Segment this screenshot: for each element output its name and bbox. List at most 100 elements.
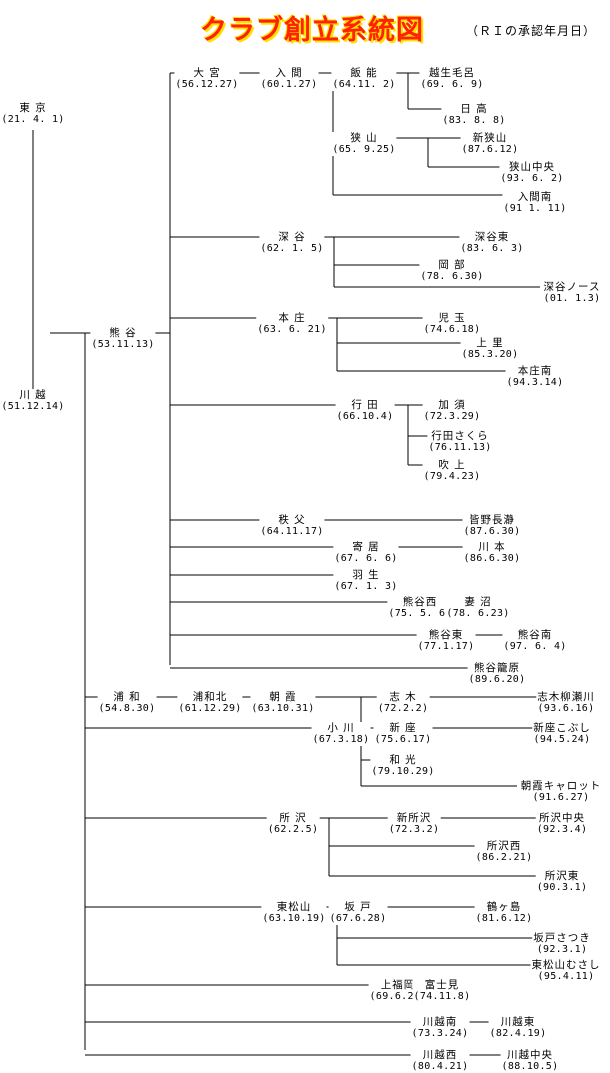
club-date: (83. 6. 3) [460, 243, 524, 254]
club-name: 川 本 [478, 541, 506, 553]
club-node: 志木柳瀬川(93.6.16) [536, 691, 596, 715]
club-node: 川 越(51.12.14) [0, 389, 66, 413]
club-node: 川越東(82.4.19) [488, 1016, 548, 1040]
club-node: 朝霞キャロット(91.6.27) [519, 780, 603, 804]
club-node: 皆野長瀞(87.6.30) [462, 514, 522, 538]
club-name: 所沢中央 [538, 812, 585, 824]
club-node: 朝 霞(63.10.31) [250, 691, 316, 715]
club-date: (62.2.5) [267, 824, 319, 835]
club-date: (87.6.12) [461, 144, 519, 155]
club-name: 妻 沼 [464, 596, 492, 608]
club-name: 熊谷南 [517, 629, 553, 641]
club-date: (79.4.23) [423, 471, 481, 482]
club-name: 狭 山 [350, 132, 378, 144]
club-date: (63.10.31) [251, 703, 315, 714]
club-node: 志 木(72.2.2) [376, 691, 430, 715]
club-date: (92.3.4) [536, 824, 588, 835]
club-date: (64.11. 2) [332, 79, 396, 90]
club-name: 川越南 [422, 1016, 458, 1028]
club-date: (94.3.14) [506, 377, 564, 388]
club-name: 熊谷籠原 [473, 662, 520, 674]
club-node: 川 本(86.6.30) [462, 541, 522, 565]
club-date: (78. 6.30) [420, 271, 484, 282]
club-node: 川越中央(88.10.5) [500, 1049, 560, 1073]
club-name: 富士見 [424, 979, 460, 991]
club-name: 飯 能 [350, 67, 378, 79]
club-node: 寄 居(67. 6. 6) [333, 541, 399, 565]
connector-lines [32, 72, 540, 1056]
club-date: (95.4.11) [537, 971, 595, 982]
club-name: 児 玉 [438, 312, 466, 324]
club-date: (90.3.1) [536, 882, 588, 893]
club-date: (66.10.4) [336, 411, 394, 422]
club-node: 入間南(91 1. 11) [502, 191, 568, 215]
club-node: 深谷ノース(01. 1.3) [542, 281, 602, 305]
club-node: 狭山中央(93. 6. 2) [499, 161, 565, 185]
club-name: 川越中央 [506, 1049, 553, 1061]
club-date: (64.11.17) [260, 526, 324, 537]
club-date: (72.3.29) [423, 411, 481, 422]
club-node: 上 里(85.3.20) [460, 337, 520, 361]
club-node: 大 宮(56.12.27) [174, 67, 240, 91]
club-name: 朝霞キャロット [520, 780, 602, 792]
club-date: (72.3.2) [388, 824, 440, 835]
club-name: 新座こぶし [533, 722, 591, 734]
club-name: 川 越 [19, 389, 47, 401]
club-node: 所沢東(90.3.1) [535, 870, 589, 894]
club-name: 新狭山 [472, 132, 508, 144]
club-node: 東松山(63.10.19) [261, 901, 327, 925]
club-date: (60.1.27) [260, 79, 318, 90]
club-date: (93. 6. 2) [500, 173, 564, 184]
club-date: (51.12.14) [1, 401, 65, 412]
club-node: 新狭山(87.6.12) [460, 132, 520, 156]
club-date: (69.6.26) [369, 991, 427, 1002]
club-date: (91.6.27) [532, 792, 590, 803]
club-node: 所沢中央(92.3.4) [535, 812, 589, 836]
club-date: (93.6.16) [537, 703, 595, 714]
club-name: 入間南 [517, 191, 553, 203]
club-date: (72.2.2) [377, 703, 429, 714]
club-name: 川越西 [422, 1049, 458, 1061]
club-date: (67.6.28) [329, 913, 387, 924]
club-date: (74.6.18) [423, 324, 481, 335]
club-date: (97. 6. 4) [503, 641, 567, 652]
club-node: 富士見(74.11.8) [412, 979, 472, 1003]
club-node: 熊谷東(77.1.17) [416, 629, 476, 653]
club-name: 越生毛呂 [429, 67, 475, 79]
club-node: 羽 生(67. 1. 3) [333, 569, 399, 593]
club-date: (86.6.30) [463, 553, 521, 564]
club-name: 日 高 [460, 103, 488, 115]
club-node: 熊谷西(75. 5. 6) [387, 596, 453, 620]
club-name: 朝 霞 [269, 691, 297, 703]
club-name: 熊 谷 [109, 327, 137, 339]
club-node: 加 須(72.3.29) [422, 399, 482, 423]
club-node: 坂戸さつき(92.3.1) [532, 932, 592, 956]
club-date: (92.3.1) [536, 944, 588, 955]
club-node: 吹 上(79.4.23) [422, 459, 482, 483]
club-name: 上福岡 [380, 979, 416, 991]
club-date: (77.1.17) [417, 641, 475, 652]
club-name: 加 須 [438, 399, 466, 411]
club-node: 岡 部(78. 6.30) [419, 259, 485, 283]
club-date: (63.10.19) [262, 913, 326, 924]
club-name: 浦和北 [192, 691, 228, 703]
club-node: 越生毛呂(69. 6. 9) [419, 67, 485, 91]
club-node: 入 間(60.1.27) [259, 67, 319, 91]
club-date: (67.3.18) [312, 734, 370, 745]
club-name: 吹 上 [438, 459, 466, 471]
club-name: 東松山 [276, 901, 312, 913]
club-date: (76.11.13) [428, 442, 492, 453]
club-node: 川越西(80.4.21) [410, 1049, 470, 1073]
chart-title: クラブ創立系統図 [200, 15, 424, 46]
club-name: 深谷ノース [543, 281, 601, 293]
club-date: (94.5.24) [533, 734, 591, 745]
club-date: (89.6.20) [468, 674, 526, 685]
club-date: (87.6.30) [463, 526, 521, 537]
club-name: 寄 居 [352, 541, 380, 553]
club-date: (63. 6. 21) [257, 324, 327, 335]
club-name: 所沢東 [544, 870, 580, 882]
chart-subtitle: （ＲＩの承認年月日） [466, 24, 597, 38]
club-node: 熊 谷(53.11.13) [90, 327, 156, 351]
club-node: 東松山むさし(95.4.11) [530, 959, 602, 983]
